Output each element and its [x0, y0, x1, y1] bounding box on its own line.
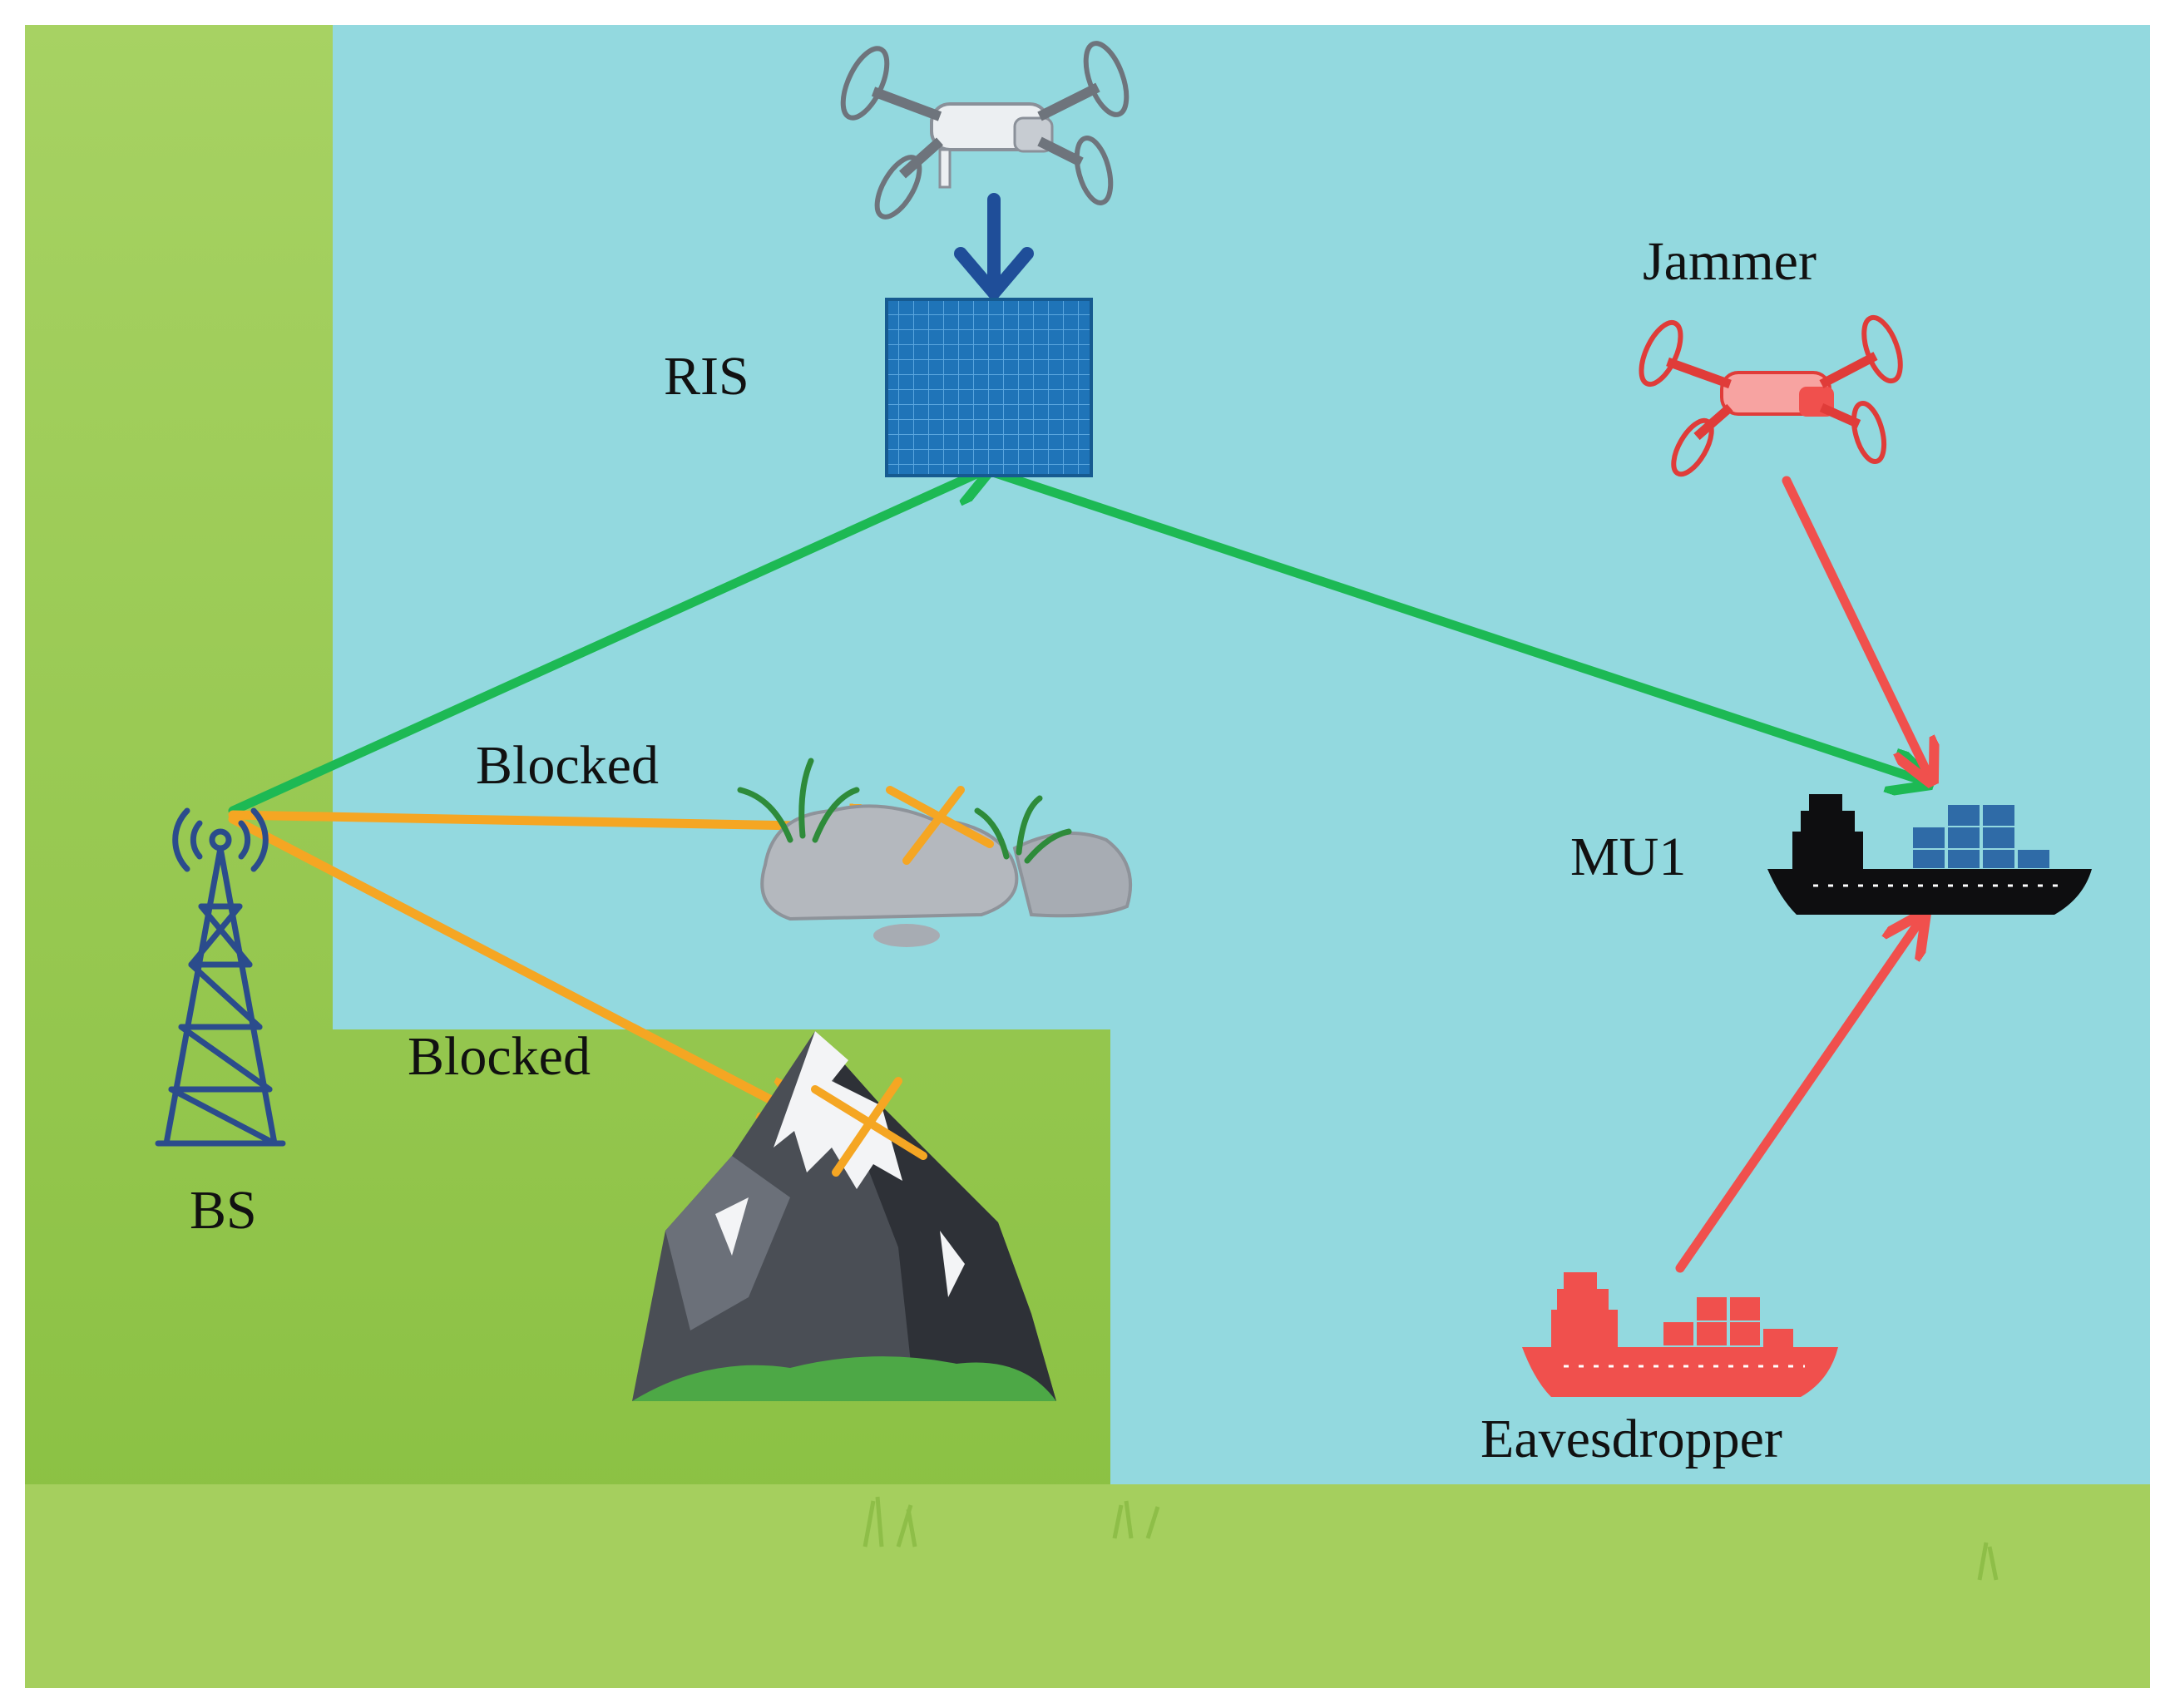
eavesdropper-to-mu1-link — [1675, 919, 1921, 1273]
drone-feed-arrow-shape — [954, 193, 1034, 304]
legitimate-links — [228, 465, 1925, 816]
sea-area-lower — [1110, 1029, 2150, 1487]
bs-to-mountain-link — [228, 814, 798, 1114]
bs-to-ris-link — [228, 470, 986, 816]
grass-tufts — [863, 1496, 1999, 1581]
rock-block-mark — [886, 786, 994, 865]
drone-icon — [840, 41, 1129, 220]
jammer-to-mu1-link — [1782, 476, 1930, 777]
blocked-links — [228, 814, 886, 1114]
grass-band — [25, 1484, 2150, 1688]
tower-icon — [155, 807, 286, 1147]
mu1-label: MU1 — [1570, 827, 1687, 887]
bs-to-rock-link — [228, 815, 886, 827]
ris-label: RIS — [664, 346, 749, 407]
jammer-drone-icon — [1639, 314, 1903, 477]
ris-to-mu1-link — [981, 465, 1925, 782]
ship-icon — [1767, 794, 2092, 915]
rock-icon — [737, 758, 1133, 947]
ris-panel-icon — [885, 298, 1093, 477]
mountain-block-mark — [811, 1077, 927, 1177]
eavesdropper-ship-icon — [1522, 1272, 1838, 1397]
bs-label: BS — [190, 1180, 257, 1241]
jammer-label: Jammer — [1643, 231, 1817, 292]
blocked-rock-label: Blocked — [476, 735, 659, 796]
eavesdropper-label: Eavesdropper — [1480, 1409, 1782, 1469]
blocked-mountain-label: Blocked — [408, 1026, 591, 1087]
malicious-links — [1675, 476, 1930, 1273]
